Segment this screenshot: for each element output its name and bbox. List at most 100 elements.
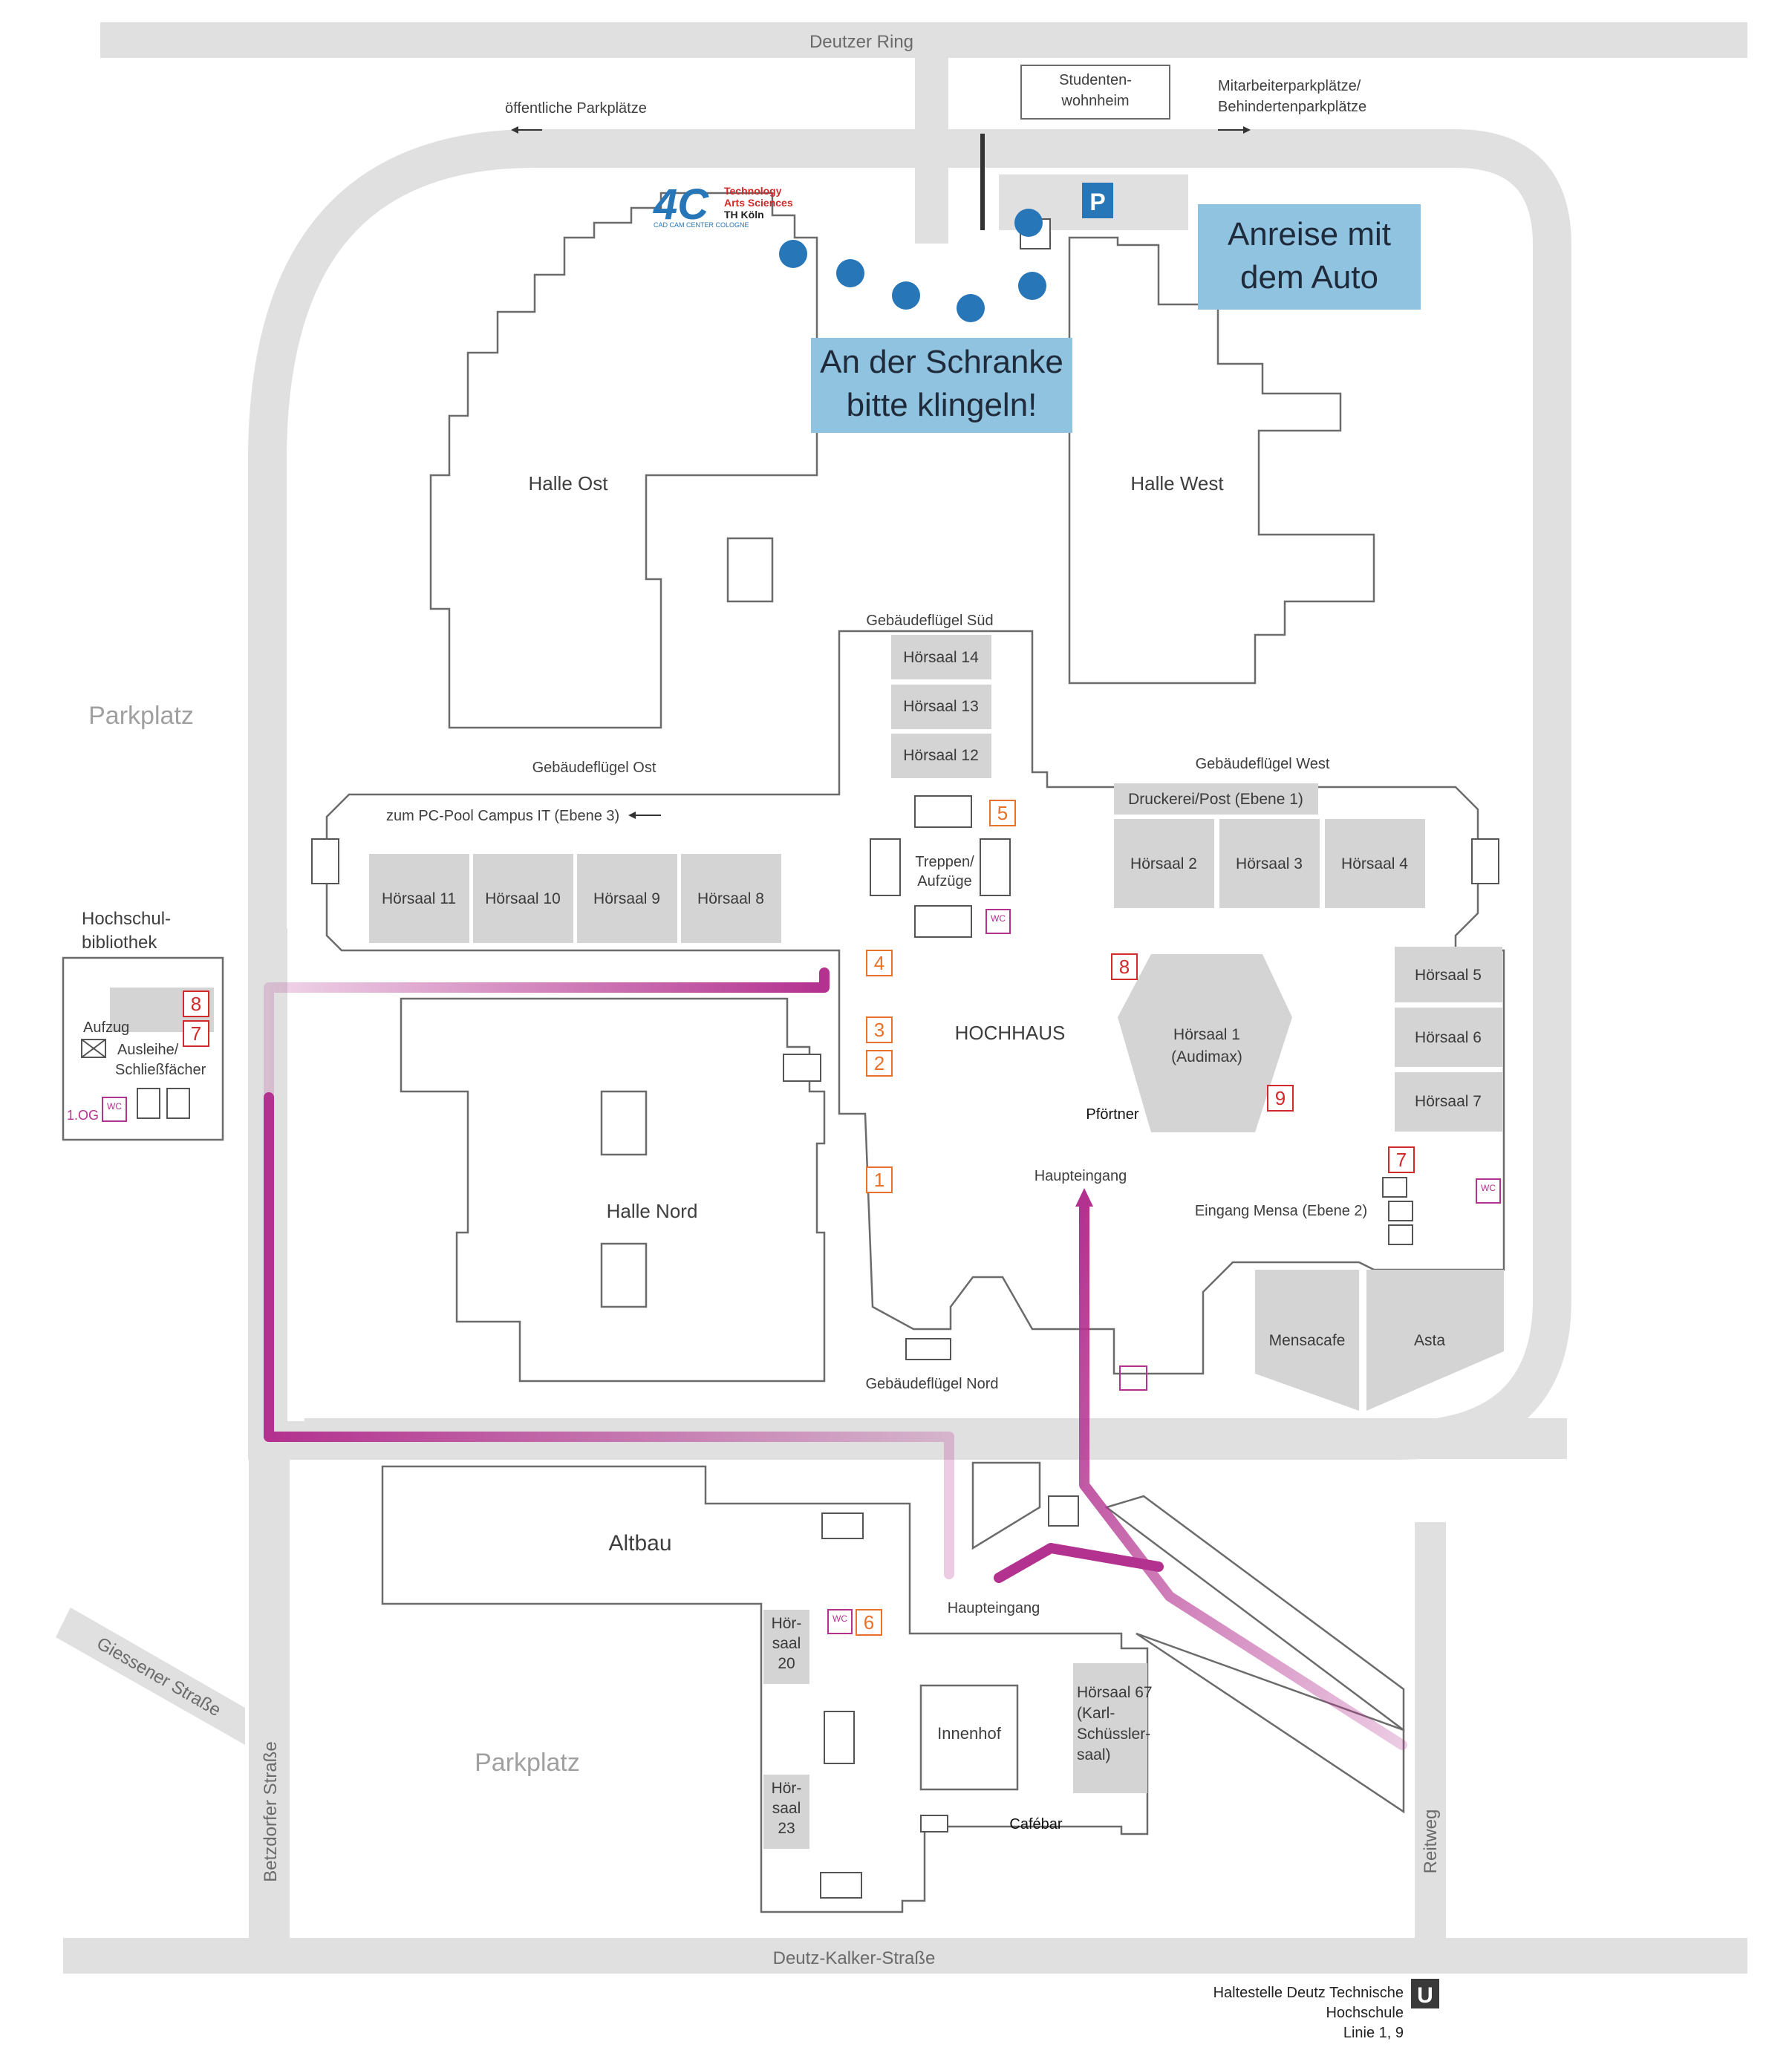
label-wing-west: Gebäudeflügel West <box>1196 756 1330 772</box>
ubahn-letter: U <box>1417 1983 1433 2008</box>
label-innenhof: Innenhof <box>937 1724 1002 1743</box>
label-h6: Hörsaal 6 <box>1415 1029 1482 1046</box>
haltestelle-line3: Linie 1, 9 <box>1343 2025 1404 2041</box>
label-h1-line1: Hörsaal 1 <box>1173 1026 1240 1043</box>
room-h5 <box>1395 947 1502 1002</box>
label-ausleihe-2: Schließfächer <box>115 1062 206 1078</box>
label-h5: Hörsaal 5 <box>1415 967 1482 984</box>
label-h23-1: Hör- <box>772 1780 802 1797</box>
stair-icon <box>311 838 339 884</box>
room-h13 <box>891 685 991 729</box>
dot <box>892 281 920 310</box>
street-deutz-kalker: Deutz-Kalker-Straße <box>773 1948 936 1968</box>
halle-nord-box-1 <box>600 1090 648 1156</box>
label-h67-2: (Karl- <box>1077 1705 1115 1722</box>
label-halle-west: Halle West <box>1130 472 1224 495</box>
road-giessener <box>56 1608 245 1745</box>
label-bib-1: Hochschul- <box>82 909 171 929</box>
label-haupteingang: Haupteingang <box>1035 1168 1127 1184</box>
label-mensacafe: Mensacafe <box>1269 1332 1346 1349</box>
label-h12: Hörsaal 12 <box>903 747 979 764</box>
room-h10 <box>473 854 573 943</box>
parkplatz-left: Parkplatz <box>88 702 194 730</box>
label-h10: Hörsaal 10 <box>485 890 561 907</box>
stair-icon <box>1048 1495 1079 1527</box>
marker-1: 1 <box>874 1169 884 1191</box>
logo-line3: TH Köln <box>724 209 764 221</box>
elevator-icon-x <box>81 1039 106 1058</box>
dorm-box <box>1020 65 1170 120</box>
logo-line1: Technology <box>724 185 782 197</box>
marker-7-library: 7 <box>191 1022 201 1045</box>
street-deutzer-ring: Deutzer Ring <box>809 32 913 52</box>
label-wing-ost: Gebäudeflügel Ost <box>532 760 656 776</box>
stair-icon <box>820 1872 862 1899</box>
label-h13: Hörsaal 13 <box>903 698 979 715</box>
innenhof-box <box>919 1684 1019 1791</box>
logo-line2: Arts Sciences <box>724 197 793 209</box>
label-wing-sued: Gebäudeflügel Süd <box>866 613 993 629</box>
callout-car-line2: dem Auto <box>1240 259 1378 296</box>
road-reitweg <box>1415 1522 1446 1938</box>
marker-box-3 <box>866 1016 893 1043</box>
room-h3 <box>1219 819 1320 908</box>
label-h20-2: saal <box>772 1635 801 1652</box>
label-h8: Hörsaal 8 <box>697 890 764 907</box>
number-markers <box>183 800 1415 1636</box>
public-parking-label: öffentliche Parkplätze <box>505 100 647 117</box>
label-h9: Hörsaal 9 <box>593 890 660 907</box>
connector-wedge <box>971 1461 1041 1550</box>
label-h23-2: saal <box>772 1800 801 1817</box>
label-halle-nord: Halle Nord <box>607 1200 698 1222</box>
pcpool-arrowhead <box>628 812 636 819</box>
label-treppen-2: Aufzüge <box>917 873 971 890</box>
dot <box>957 294 985 322</box>
marker-box-1 <box>866 1166 893 1193</box>
label-og: 1.OG <box>67 1108 99 1123</box>
label-h14: Hörsaal 14 <box>903 649 979 666</box>
road-betzdorfer <box>249 1426 290 1938</box>
route-arrowhead <box>1075 1188 1093 1207</box>
halle-ost-box <box>726 537 774 603</box>
dot <box>1014 209 1043 237</box>
room-h20 <box>763 1610 809 1684</box>
label-asta: Asta <box>1414 1332 1445 1349</box>
parking-sign-letter: P <box>1089 189 1105 215</box>
room-h7 <box>1395 1072 1502 1132</box>
halle-west-building <box>1068 236 1375 685</box>
label-h67-3: Schüssler- <box>1077 1726 1150 1743</box>
marker-7: 7 <box>1396 1149 1407 1171</box>
marker-box-8b <box>183 991 209 1017</box>
callout-gate-box <box>811 338 1072 433</box>
room-h14 <box>891 635 991 679</box>
label-wing-nord: Gebäudeflügel Nord <box>865 1376 998 1392</box>
staff-parking-arrowhead <box>1243 126 1251 134</box>
stair-icon <box>137 1088 160 1119</box>
label-cafebar: Cafébar <box>1009 1816 1062 1833</box>
route-to-haupteingang <box>1079 1198 1407 1750</box>
street-reitweg: Reitweg <box>1421 1809 1441 1874</box>
label-bib-2: bibliothek <box>82 933 157 953</box>
route-to-altbau <box>994 1543 1164 1583</box>
stair-icon <box>980 838 1011 896</box>
callout-gate-line2: bitte klingeln! <box>847 387 1037 423</box>
ubahn-sign <box>1411 1979 1439 2008</box>
parkplatz-bottom: Parkplatz <box>475 1749 580 1777</box>
room-h67 <box>1073 1663 1147 1793</box>
label-eingang-mensa: Eingang Mensa (Ebene 2) <box>1195 1203 1367 1219</box>
room-h8 <box>681 854 781 943</box>
marker-box-7 <box>1388 1146 1415 1173</box>
room-h1 <box>1118 954 1292 1132</box>
wc-badge-mensa <box>1476 1178 1501 1204</box>
stair-icon <box>1471 838 1499 884</box>
marker-box-4 <box>866 950 893 976</box>
halle-nord-box-2 <box>600 1242 648 1308</box>
label-halle-ost: Halle Ost <box>529 472 609 495</box>
wc-text-mensa: WC <box>1481 1183 1496 1193</box>
room-druckerei <box>1114 783 1318 815</box>
label-h23-3: 23 <box>778 1820 795 1837</box>
stair-icon <box>1382 1177 1407 1198</box>
wc-badges <box>102 909 1501 1634</box>
logo-line4: CAD CAM CENTER COLOGNE <box>654 221 749 229</box>
marker-box-5 <box>989 800 1016 826</box>
